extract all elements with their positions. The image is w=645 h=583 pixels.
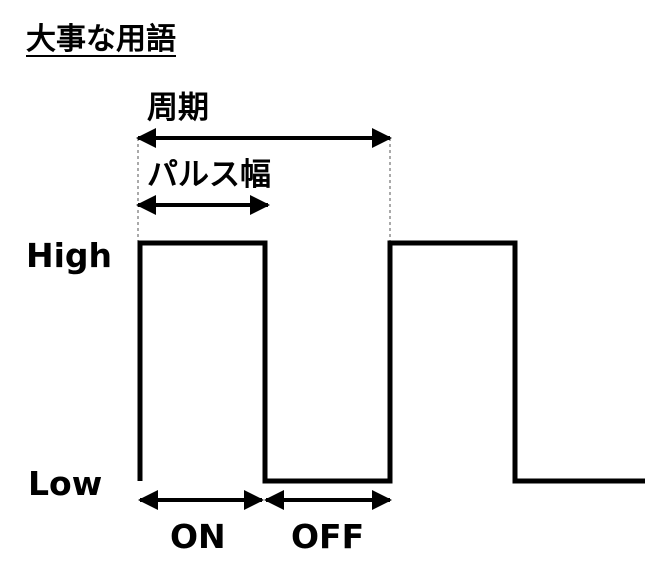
on-label: ON	[170, 517, 226, 556]
off-label: OFF	[291, 517, 365, 556]
period-label: 周期	[147, 90, 209, 126]
square-wave-signal	[137, 240, 645, 484]
page-title: 大事な用語	[26, 22, 176, 57]
high-level-label: High	[26, 236, 113, 275]
low-level-label: Low	[28, 464, 103, 503]
pulse-width-label: パルス幅	[147, 157, 271, 193]
